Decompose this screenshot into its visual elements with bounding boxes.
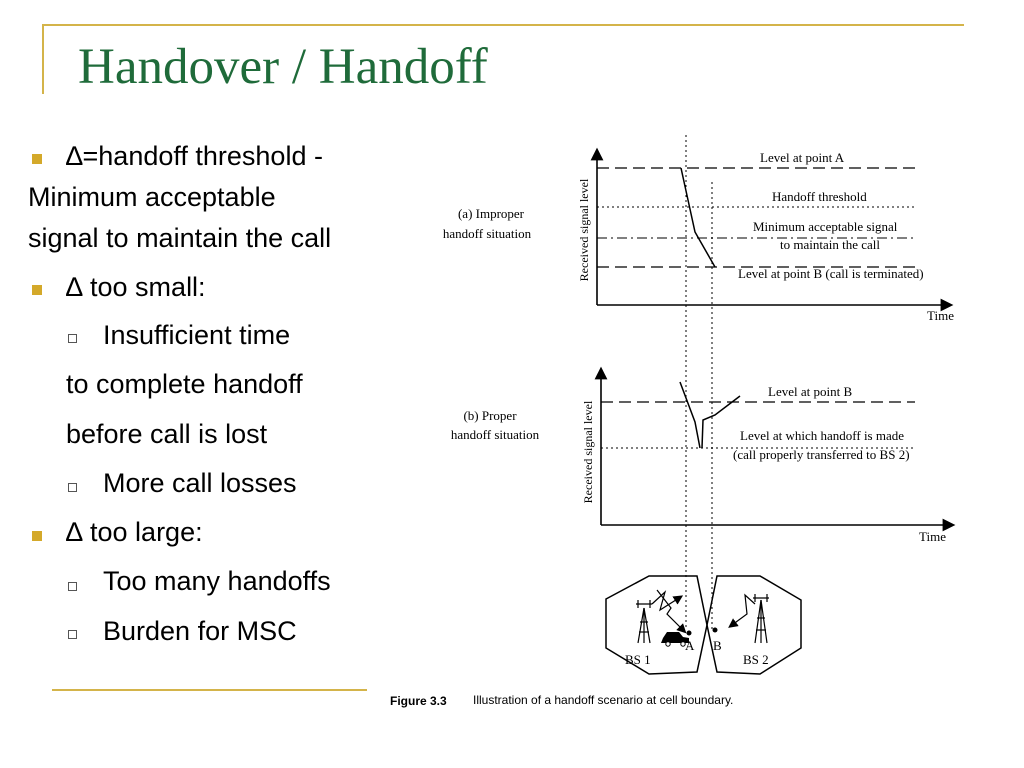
frame-top-rule — [42, 24, 964, 26]
slide-title: Handover / Handoff — [78, 39, 488, 95]
bullet-square-icon — [32, 285, 42, 295]
bullet-2: ∆ too small: — [66, 272, 206, 302]
cell-bs1-hexagon — [605, 575, 708, 675]
panel-b-label-1: (b) Proper — [463, 408, 517, 423]
panel-a-level-b-text: Level at point B (call is terminated) — [738, 266, 924, 281]
bullet-3-sub-2: Burden for MSC — [103, 616, 297, 646]
bullet-3: ∆ too large: — [66, 517, 203, 547]
bullet-3-sub-1: Too many handoffs — [103, 566, 331, 596]
panel-b-handoff-text-1: Level at which handoff is made — [740, 428, 904, 443]
sub-bullet-square-icon — [68, 483, 77, 492]
handoff-figure: Received signal level Time (a) Improper … — [390, 135, 956, 708]
sub-bullet-square-icon — [68, 582, 77, 591]
caption-label: Figure 3.3 — [390, 694, 447, 708]
car-icon — [661, 632, 689, 647]
cell-bs2-hexagon — [706, 575, 802, 675]
frame-left-rule — [42, 24, 44, 94]
panel-b-level-b-text: Level at point B — [768, 384, 852, 399]
point-b-dot — [712, 627, 718, 633]
cell-diagram: A B BS 1 BS 2 — [605, 575, 802, 675]
bs1-tower-icon — [636, 600, 652, 644]
panel-a-label-2: handoff situation — [443, 226, 532, 241]
bullet-square-icon — [32, 531, 42, 541]
panel-a-threshold-text: Handoff threshold — [772, 189, 867, 204]
panel-b-signal-bs2 — [701, 395, 741, 449]
bs2-radio-link-icon — [728, 593, 756, 628]
bs1-radio-link-icon-2 — [656, 589, 687, 634]
bullet-1-line-1: ∆=handoff threshold - — [66, 141, 323, 171]
frame-bottom-rule — [52, 689, 367, 691]
panel-a-label-1: (a) Improper — [458, 206, 525, 221]
panel-a-ylabel: Received signal level — [577, 178, 591, 281]
bs1-label: BS 1 — [625, 652, 651, 667]
bullet-2-cont-1: to complete handoff — [66, 369, 303, 399]
panel-b-label-2: handoff situation — [451, 427, 540, 442]
panel-a-level-a-text: Level at point A — [760, 150, 845, 165]
panel-b-ylabel: Received signal level — [581, 400, 595, 503]
bullet-2-sub-1: Insufficient time — [103, 320, 291, 350]
sub-bullet-square-icon — [68, 630, 77, 639]
point-a-dot — [686, 630, 692, 636]
point-b-label: B — [713, 638, 722, 653]
panel-b-xlabel: Time — [919, 529, 946, 544]
bullet-2-cont-2: before call is lost — [66, 419, 268, 449]
bs2-tower-icon — [753, 594, 769, 644]
bullet-square-icon — [32, 154, 42, 164]
bullet-1-line-2: Minimum acceptable — [28, 182, 276, 212]
bullet-2-sub-2: More call losses — [103, 468, 297, 498]
panel-a-xlabel: Time — [927, 308, 954, 323]
panel-a-signal-curve — [680, 167, 716, 268]
panel-b-signal-bs1 — [679, 381, 701, 449]
sub-bullet-square-icon — [68, 334, 77, 343]
bs1-radio-link-icon — [651, 590, 684, 612]
caption-text: Illustration of a handoff scenario at ce… — [473, 693, 733, 707]
bs2-label: BS 2 — [743, 652, 769, 667]
panel-b: Received signal level Time (b) Proper ha… — [451, 366, 956, 544]
point-a-label: A — [685, 638, 695, 653]
panel-a-min-text-1: Minimum acceptable signal — [753, 219, 898, 234]
panel-a: Received signal level Time (a) Improper … — [443, 147, 954, 323]
bullet-1-line-3: signal to maintain the call — [28, 223, 332, 253]
panel-b-handoff-text-2: (call properly transferred to BS 2) — [733, 447, 910, 462]
panel-a-min-text-2: to maintain the call — [780, 237, 880, 252]
